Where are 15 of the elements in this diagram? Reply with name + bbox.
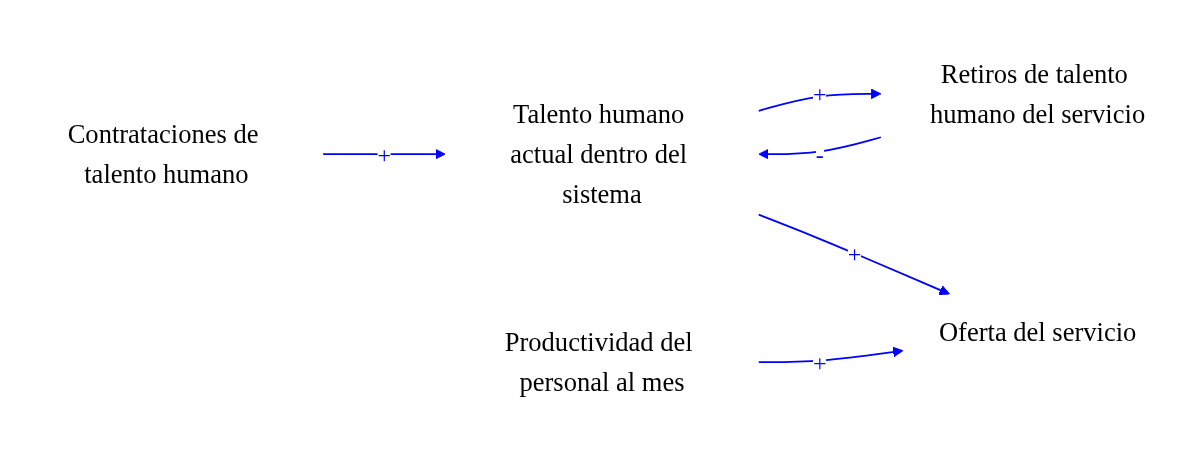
arrow: [757, 346, 904, 364]
edge-label: +: [813, 348, 827, 376]
node-text: Oferta del servicio: [938, 316, 1137, 348]
arrow: [322, 148, 446, 160]
edge-label: +: [847, 239, 862, 267]
edge-label: -: [815, 140, 824, 168]
node-text: Talento humano actual dentro del sistema: [510, 99, 688, 210]
arrow: [757, 88, 882, 112]
edge-label: +: [377, 140, 391, 168]
node-text: Contrataciones de talento humano: [67, 119, 259, 190]
arrow: [757, 213, 950, 296]
edge-label: +: [813, 80, 827, 108]
node-text: Retiros de talento humano del servicio: [930, 58, 1146, 129]
arrow: [758, 136, 882, 160]
node-text: Productividad del personal al mes: [504, 327, 693, 398]
